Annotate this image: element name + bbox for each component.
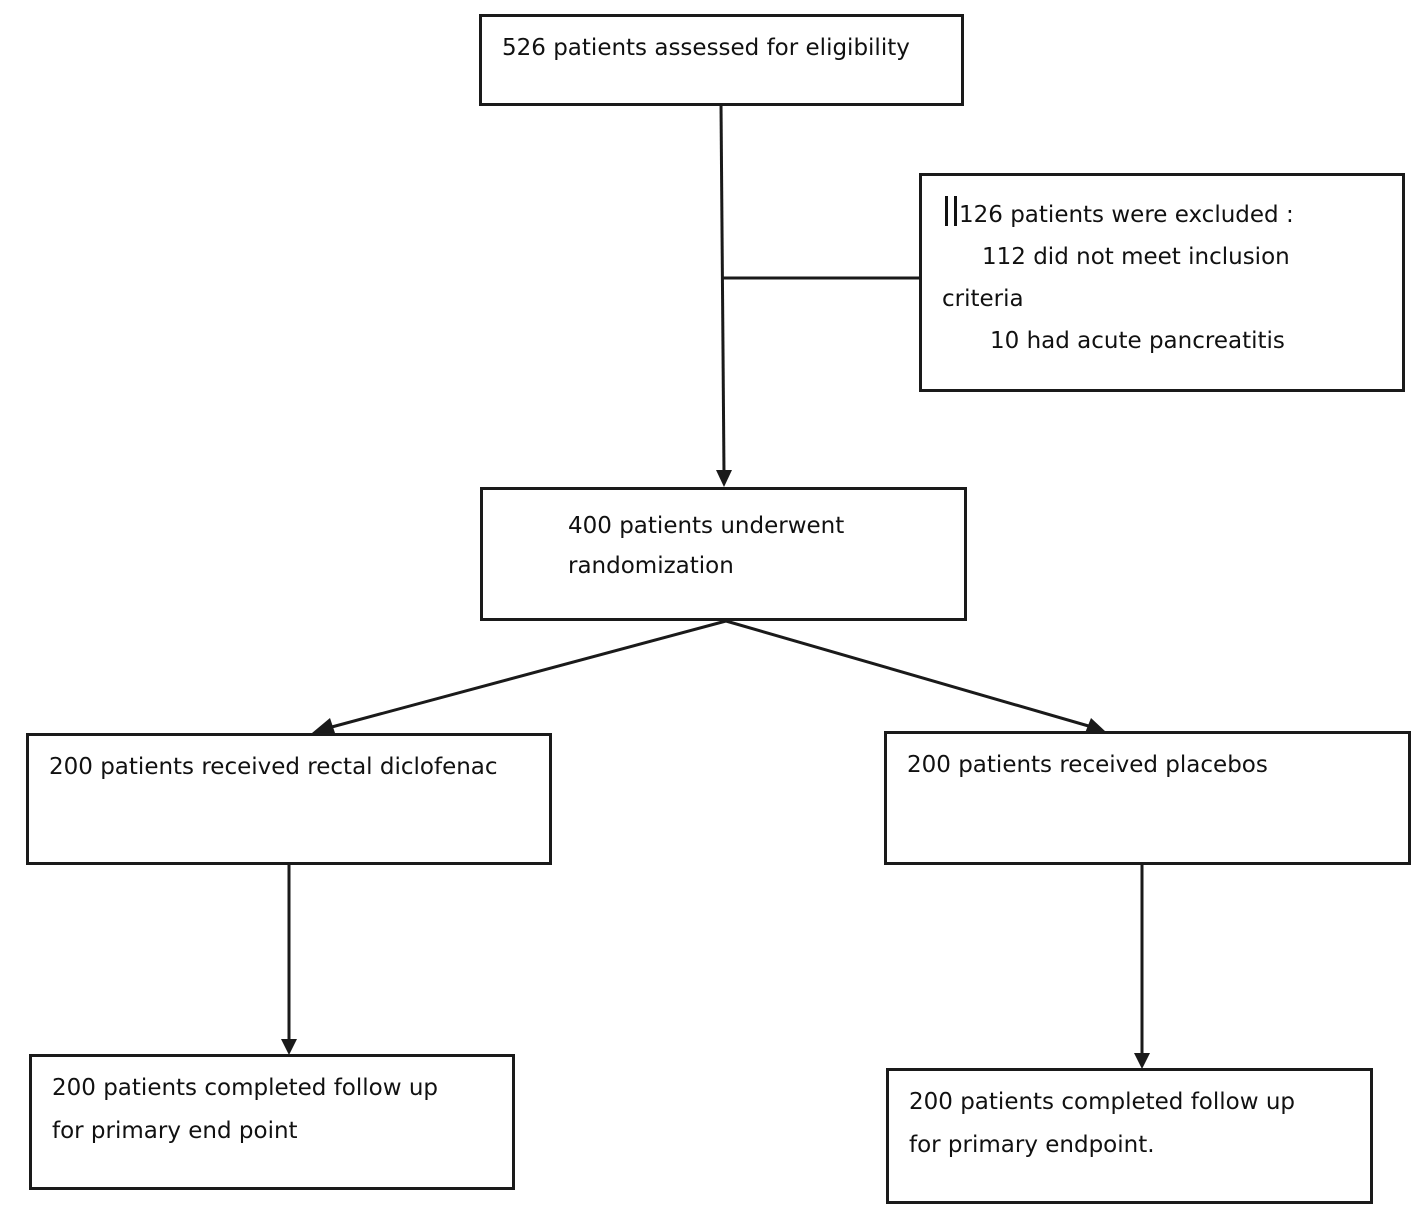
arrowhead-randomized — [716, 470, 732, 487]
excluded-heading-text: 126 patients were excluded : — [959, 202, 1294, 228]
excluded-reason-2: 10 had acute pancreatitis — [990, 328, 1285, 354]
randomized-line-2: randomization — [568, 553, 734, 579]
arrowhead-followup-left — [281, 1039, 297, 1055]
placebo-box: 200 patients received placebos — [884, 731, 1411, 865]
excluded-reason-1-line-2: criteria — [942, 286, 1024, 312]
diclofenac-text: 200 patients received rectal diclofenac — [49, 754, 498, 780]
double-bar-mark — [945, 196, 957, 226]
followup-right-line-1: 200 patients completed follow up — [909, 1089, 1296, 1115]
arrowhead-diclofenac — [312, 718, 335, 733]
connector-assessed-to-randomized — [719, 103, 726, 475]
connector-randomized-to-diclofenac — [327, 619, 727, 730]
arrowhead-followup-right — [1134, 1053, 1150, 1069]
assessed-text: 526 patients assessed for eligibility — [502, 35, 910, 61]
excluded-heading: 126 patients were excluded : — [942, 194, 1402, 236]
followup-left-box: 200 patients completed follow up for pri… — [29, 1054, 515, 1190]
excluded-reason-1-line-1: 112 did not meet inclusion — [982, 244, 1290, 270]
randomized-line-1: 400 patients underwent — [568, 513, 845, 539]
randomized-box: 400 patients underwent randomization — [480, 487, 967, 621]
followup-left-line-1: 200 patients completed follow up — [52, 1075, 439, 1101]
connector-randomized-to-placebo — [725, 619, 1093, 729]
excluded-box: 126 patients were excluded : 112 did not… — [919, 173, 1405, 392]
arrowhead-placebo — [1085, 718, 1106, 733]
diclofenac-box: 200 patients received rectal diclofenac — [26, 733, 552, 865]
followup-left-line-2: for primary end point — [52, 1118, 298, 1144]
assessed-box: 526 patients assessed for eligibility — [479, 14, 964, 106]
placebo-text: 200 patients received placebos — [907, 752, 1268, 778]
followup-right-line-2: for primary endpoint. — [909, 1132, 1155, 1158]
followup-right-box: 200 patients completed follow up for pri… — [886, 1068, 1373, 1204]
